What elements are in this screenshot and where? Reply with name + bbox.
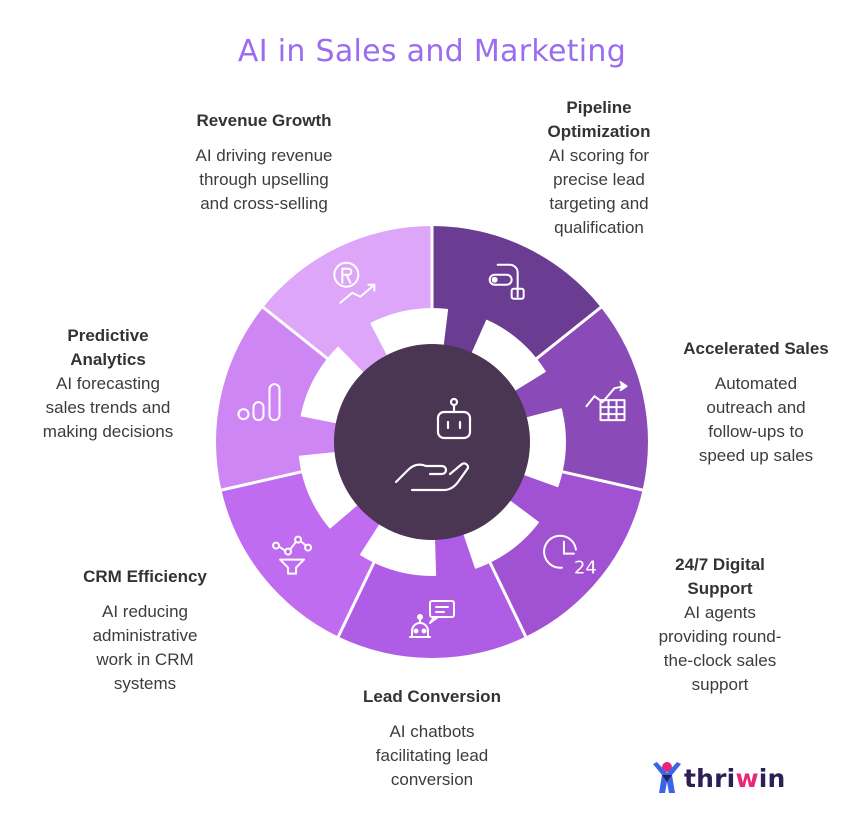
brand-logo: thriwin [650,758,786,798]
block-support: 24/7 Digital Support AI agents providing… [632,553,808,697]
block-pipeline: Pipeline Optimization AI scoring for pre… [517,96,681,240]
person-logo-icon [653,762,681,793]
page-title: AI in Sales and Marketing [237,34,627,69]
segment-crm [221,471,374,637]
chart-table-icon [585,381,628,422]
block-lead: Lead Conversion AI chatbots facilitating… [332,685,532,792]
bar-chart-icon [237,383,281,422]
segment-divider [219,469,306,492]
block-pipeline-desc: AI scoring for precise lead targeting an… [548,146,650,237]
rupee-growth-icon [333,261,376,304]
segment-divider [260,304,332,363]
brand-wordmark: thriwin [684,763,786,793]
block-crm: CRM Efficiency AI reducing administrativ… [50,565,240,696]
block-crm-desc: AI reducing administrative work in CRM s… [92,602,198,693]
chatbot-icon [409,600,455,638]
block-lead-desc: AI chatbots facilitating lead conversion [375,722,489,789]
block-support-desc: AI agents providing round- the-clock sal… [658,603,782,694]
route-icon [488,263,525,300]
block-predictive: Predictive Analytics AI forecasting sale… [18,324,198,444]
segment-pipeline [432,226,601,359]
svg-text:24: 24 [574,558,597,579]
segment-lead [338,562,526,658]
center-circle [334,344,530,540]
block-predictive-heading: Predictive Analytics [67,326,149,369]
block-accelerated-heading: Accelerated Sales [683,339,829,358]
block-accelerated: Accelerated Sales Automated outreach and… [664,337,848,468]
segment-divider [336,558,377,640]
block-revenue: Revenue Growth AI driving revenue throug… [164,109,364,216]
block-lead-heading: Lead Conversion [363,687,501,706]
block-accelerated-desc: Automated outreach and follow-ups to spe… [698,374,814,465]
segment-divider [532,304,604,363]
robot-hand-icon [394,397,472,492]
funnel-network-icon [272,535,313,575]
clock-24-icon: 24 [543,534,597,579]
segment-divider [558,469,645,492]
segment-revenue [263,226,432,359]
segment-divider [487,558,528,640]
block-revenue-desc: AI driving revenue through upselling and… [195,146,333,213]
block-revenue-heading: Revenue Growth [196,111,332,130]
block-support-heading: 24/7 Digital Support [675,555,765,598]
block-predictive-desc: AI forecasting sales trends and making d… [42,374,174,441]
block-crm-heading: CRM Efficiency [83,567,207,586]
segment-predictive [216,307,328,491]
block-pipeline-heading: Pipeline Optimization [547,98,651,141]
segment-tab-predictive [296,415,346,457]
